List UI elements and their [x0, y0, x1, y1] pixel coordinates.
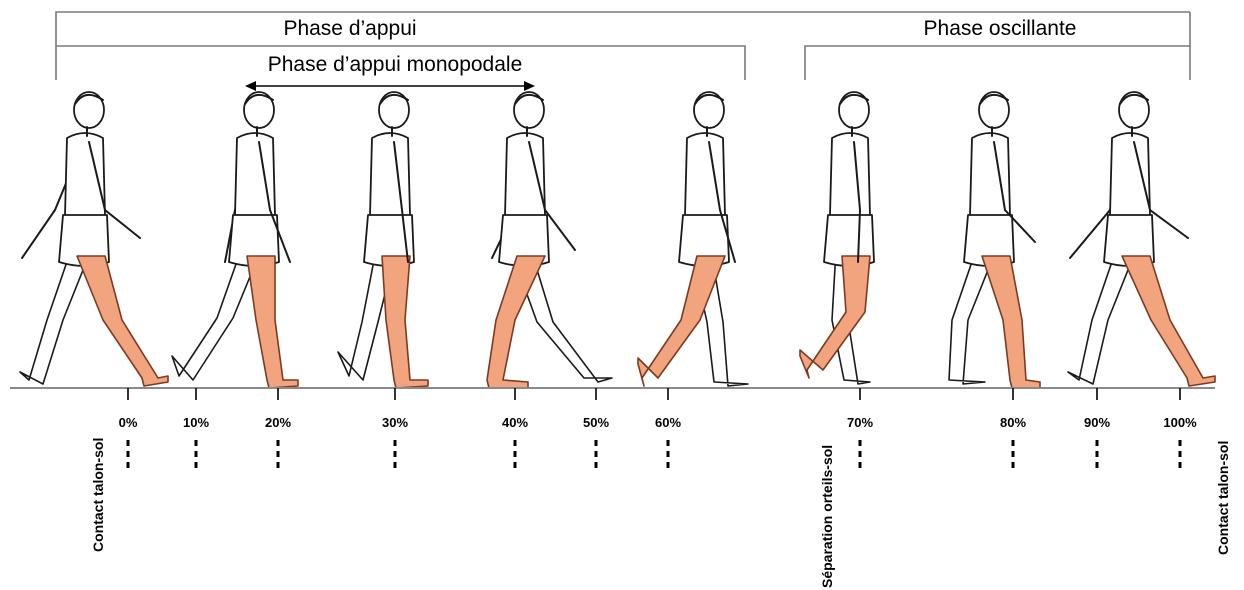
stance-phase-label: Phase d’appui — [283, 17, 416, 40]
back-leg — [1068, 250, 1136, 384]
percent-label-100: 100% — [1163, 415, 1197, 430]
percent-dash-markers — [128, 440, 1180, 468]
percent-label-90: 90% — [1084, 415, 1110, 430]
heel-strike-start-label: Contact talon-sol — [90, 438, 106, 552]
percent-label-20: 20% — [265, 415, 291, 430]
highlighted-leg — [1122, 256, 1215, 386]
walking-figure — [949, 92, 1040, 388]
swing-phase-bracket — [805, 46, 1190, 80]
percent-label-30: 30% — [382, 415, 408, 430]
torso — [1110, 133, 1150, 219]
highlighted-leg — [247, 256, 298, 388]
single-support-label: Phase d’appui monopodale — [268, 53, 523, 76]
heel-strike-end-label: Contact talon-sol — [1215, 441, 1231, 555]
torso — [830, 133, 870, 219]
back-leg — [172, 250, 261, 380]
highlighted-leg — [982, 256, 1040, 388]
walking-figure — [487, 92, 612, 388]
percent-label-50: 50% — [583, 415, 609, 430]
percent-label-10: 10% — [183, 415, 209, 430]
percent-label-0: 0% — [119, 415, 138, 430]
percent-label-70: 70% — [847, 415, 873, 430]
walking-figure — [800, 92, 874, 384]
percent-labels: 0% 10% 20% 30% 40% 50% 60% 70% 80% 90% 1… — [119, 415, 1197, 430]
toe-off-label: Séparation orteils-sol — [819, 445, 835, 588]
walking-figure — [172, 92, 298, 388]
walking-figures — [20, 92, 1215, 388]
walking-figure — [20, 92, 168, 386]
torso — [505, 133, 545, 219]
highlighted-leg — [77, 256, 168, 386]
swing-phase-label: Phase oscillante — [924, 17, 1077, 40]
percent-label-60: 60% — [655, 415, 681, 430]
torso — [65, 133, 105, 219]
highlighted-leg — [382, 256, 428, 388]
percent-label-40: 40% — [502, 415, 528, 430]
walking-figure — [638, 92, 748, 386]
walking-figure — [1068, 92, 1215, 386]
percent-label-80: 80% — [1000, 415, 1026, 430]
walking-figure — [338, 92, 428, 388]
back-leg — [20, 250, 91, 384]
single-support-arrow — [245, 81, 535, 91]
torso — [370, 133, 410, 219]
timeline-ticks — [128, 388, 1180, 400]
